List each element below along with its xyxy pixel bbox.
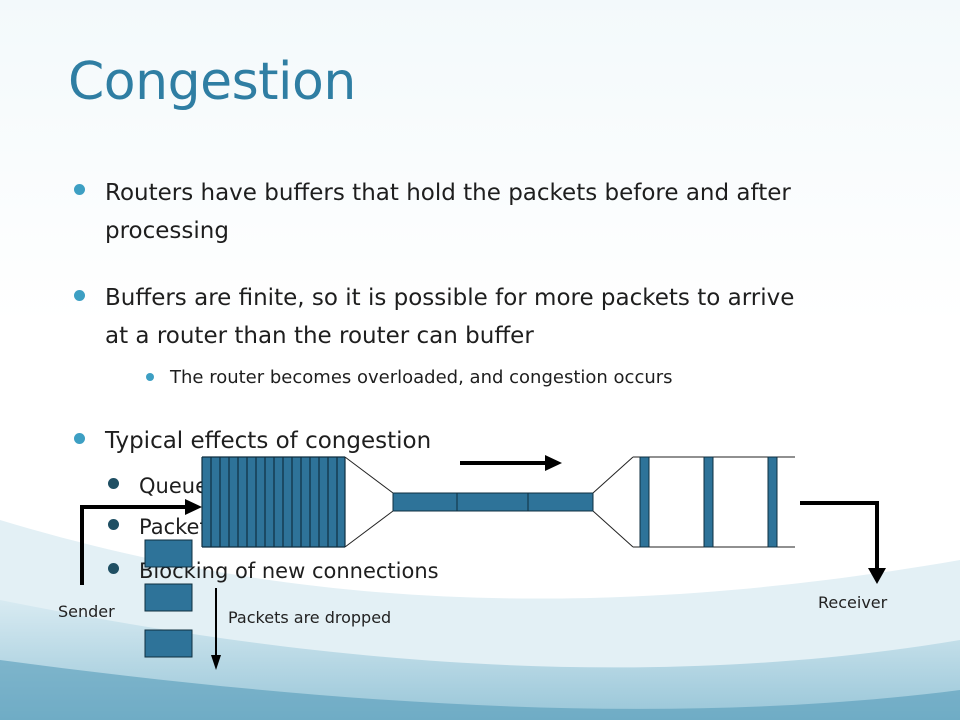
bullet-3: Typical effects of congestion	[105, 428, 432, 454]
drop-arrow	[211, 588, 221, 670]
bullet-1: Routers have buffers that hold the packe…	[105, 174, 905, 250]
input-queue	[201, 456, 346, 548]
bullet-dot	[74, 433, 85, 444]
page-title: Congestion	[68, 52, 356, 112]
flow-arrow	[460, 455, 562, 471]
sub-bullet-dot	[146, 373, 154, 381]
receiver-arrow	[800, 501, 886, 584]
sub-bullet-dot	[108, 478, 119, 489]
output-queue	[633, 456, 795, 548]
bullet-dot	[74, 184, 85, 195]
bullet-2-line-2: at a router than the router can buffer	[105, 323, 534, 349]
link-packets	[392, 492, 594, 512]
dropped-packets	[144, 539, 193, 658]
bullet-2-line-1: Buffers are finite, so it is possible fo…	[105, 285, 795, 311]
link-funnel	[344, 456, 634, 548]
bullet-2: Buffers are finite, so it is possible fo…	[105, 279, 925, 355]
sub-bullet-1: The router becomes overloaded, and conge…	[170, 367, 673, 388]
bullet-dot	[74, 290, 85, 301]
dropped-label: Packets are dropped	[228, 608, 392, 627]
sender-label: Sender	[58, 602, 115, 621]
receiver-label: Receiver	[818, 593, 888, 612]
sub-bullet-dot	[108, 519, 119, 530]
bullet-1-line-2: processing	[105, 218, 229, 244]
sub-bullet-dot	[108, 563, 119, 574]
bullet-1-line-1: Routers have buffers that hold the packe…	[105, 180, 791, 206]
sender-arrow	[80, 499, 202, 585]
